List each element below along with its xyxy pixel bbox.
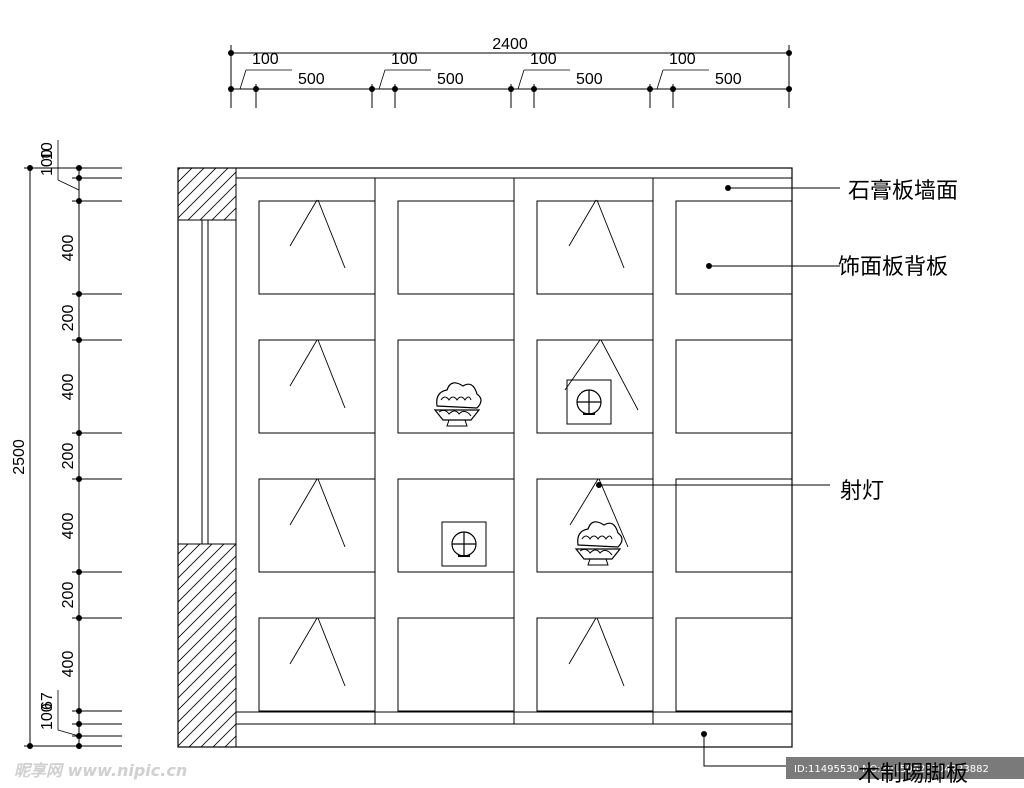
left-top-small-dimension-1: 100 [39,149,56,176]
callout-leaders [596,185,860,767]
top-dimension-chain: 2400 100 100 100 100 500 500 500 500 [228,36,792,108]
decor-plant-1 [434,382,482,427]
spotlight-fixture-2 [441,521,487,567]
left-segment-1: 400 [60,235,77,262]
left-total-dimension: 2500 [11,439,28,475]
wall-hatch-bottom [177,543,237,748]
left-segment-6: 200 [60,582,77,609]
panel-r3-c2 [397,478,515,573]
left-tick-dot-0 [76,165,82,171]
top-small-dimension-3: 100 [530,51,557,68]
left-tick-dot-10 [76,721,82,727]
left-tick-dot-1 [76,175,82,181]
top-tick-dot-2 [369,86,375,92]
left-segment-3: 400 [60,374,77,401]
top-tick-dot-5 [531,86,537,92]
panel-r2-c2 [397,339,515,434]
top-tick-dot-3 [392,86,398,92]
panel-r4-c3 [536,617,654,712]
panel-r2-c1 [258,339,376,434]
panel-r4-c4 [675,617,793,712]
left-bottom-small-dimension-2: 67 [39,692,56,710]
wall-hatch-top [177,167,237,221]
left-dimension-chain: 2500 100 10 400 200 400 200 400 200 400 … [11,140,122,749]
left-segment-7: 400 [60,651,77,678]
left-bottom-small-dimension-1: 100 [39,703,56,730]
left-segment-4: 200 [60,443,77,470]
left-tick-dot-9 [76,708,82,714]
top-large-dimension-3: 500 [576,71,603,88]
glass-reflections [289,199,639,687]
top-large-dimension-2: 500 [437,71,464,88]
left-tick-dot-6 [76,476,82,482]
left-tick-dot-8 [76,615,82,621]
top-tick-dot-8 [786,86,792,92]
left-tick-dot-2 [76,198,82,204]
top-small-dimension-2: 100 [391,51,418,68]
veneer-panels [258,200,793,712]
left-tick-dot-5 [76,430,82,436]
top-tick-dot-0 [228,86,234,92]
spotlight-fixture-1 [566,379,612,425]
label-spotlight: 射灯 [840,479,884,504]
decor-plant-2 [575,521,623,566]
top-small-dimension-4: 100 [669,51,696,68]
top-small-dimension-1: 100 [252,51,279,68]
panel-r1-c3 [536,200,654,295]
elevation-wall [177,167,793,748]
top-total-dimension: 2400 [492,36,528,53]
panel-r1-c2 [397,200,515,295]
panel-r1-c1 [258,200,376,295]
panel-r3-c1 [258,478,376,573]
panel-r3-c4 [675,478,793,573]
panel-r4-c2 [397,617,515,712]
label-skirting: 木制踢脚板 [858,762,968,787]
panel-r2-c4 [675,339,793,434]
panel-r4-c1 [258,617,376,712]
top-tick-dot-4 [508,86,514,92]
left-tick-dot-3 [76,291,82,297]
top-large-dimension-1: 500 [298,71,325,88]
watermark-site: 昵享网 www.nipic.cn [14,761,187,780]
panel-r2-c3 [536,339,654,434]
label-gypsum-wall: 石膏板墙面 [848,179,958,204]
watermark-id: ID:11495530 NO:20150628104223882 [794,764,989,775]
watermark-band: ID:11495530 NO:20150628104223882 [786,757,1024,779]
top-tick-dot-7 [670,86,676,92]
left-top-small-dimension-2: 10 [39,142,56,160]
top-large-dimension-4: 500 [715,71,742,88]
left-tick-dot-12 [76,743,82,749]
top-tick-dot-6 [647,86,653,92]
left-tick-dot-7 [76,569,82,575]
left-segment-2: 200 [60,305,77,332]
left-segment-5: 400 [60,513,77,540]
label-veneer-back: 饰面板背板 [838,255,948,280]
left-tick-dot-4 [76,337,82,343]
panel-r3-c3 [536,478,654,573]
top-tick-dot-1 [253,86,259,92]
panel-r1-c4 [675,200,793,295]
